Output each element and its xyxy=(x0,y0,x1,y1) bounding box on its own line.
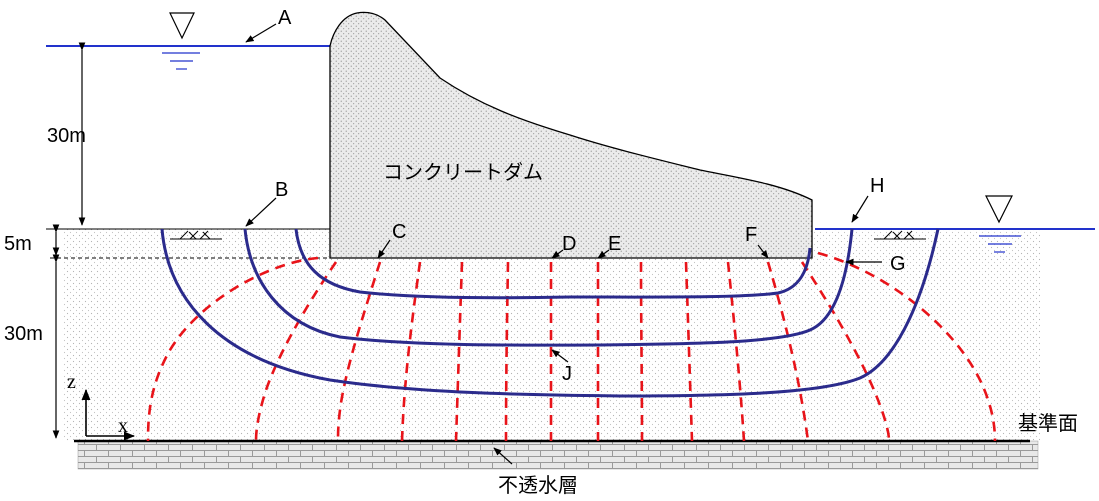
equipotential-line xyxy=(639,261,644,442)
flow-line xyxy=(243,228,854,347)
flow-line xyxy=(294,228,812,300)
label-e: E xyxy=(608,233,621,255)
label-f: F xyxy=(745,224,757,246)
label-h: H xyxy=(870,175,884,197)
upstream-depth-label: 30m xyxy=(47,125,86,147)
equipotential-line xyxy=(726,261,746,442)
datum-label: 基準面 xyxy=(1018,411,1078,435)
label-d: D xyxy=(562,233,576,255)
coordinate-axes xyxy=(81,388,136,441)
dam-label: コンクリートダム xyxy=(383,160,543,184)
label-g: G xyxy=(890,253,906,275)
impervious-layer xyxy=(77,440,1039,470)
equipotential-line xyxy=(146,256,319,442)
impervious-layer-label: 不透水層 xyxy=(498,473,578,497)
embed-depth-label: 5m xyxy=(4,233,32,255)
equipotential-line xyxy=(254,261,338,442)
label-b: B xyxy=(275,179,288,201)
equipotential-line xyxy=(400,261,422,442)
x-axis-label: x xyxy=(118,415,128,437)
concrete-dam xyxy=(329,11,813,259)
equipotential-line xyxy=(454,261,464,442)
equipotential-line xyxy=(766,261,810,442)
label-a: A xyxy=(278,7,292,29)
layer-depth-label: 30m xyxy=(4,323,43,345)
equipotential-line xyxy=(336,261,382,442)
equipotential-line xyxy=(800,261,891,442)
ground-hatch-right-icon xyxy=(874,230,926,240)
equipotential-line xyxy=(684,261,694,442)
equipotential-line xyxy=(504,261,510,442)
ground-hatch-left-icon xyxy=(170,230,222,240)
equipotential-lines xyxy=(146,251,997,442)
upstream-water-level-icon xyxy=(162,12,200,70)
label-c: C xyxy=(392,221,406,243)
label-leaders xyxy=(245,23,882,465)
flow-line xyxy=(160,228,940,398)
downstream-water-level-icon xyxy=(979,195,1021,253)
z-axis-label: z xyxy=(67,371,76,393)
equipotential-line xyxy=(817,251,997,442)
label-j: J xyxy=(562,363,572,385)
flow-lines xyxy=(160,228,940,398)
dimension-markers xyxy=(52,42,86,439)
